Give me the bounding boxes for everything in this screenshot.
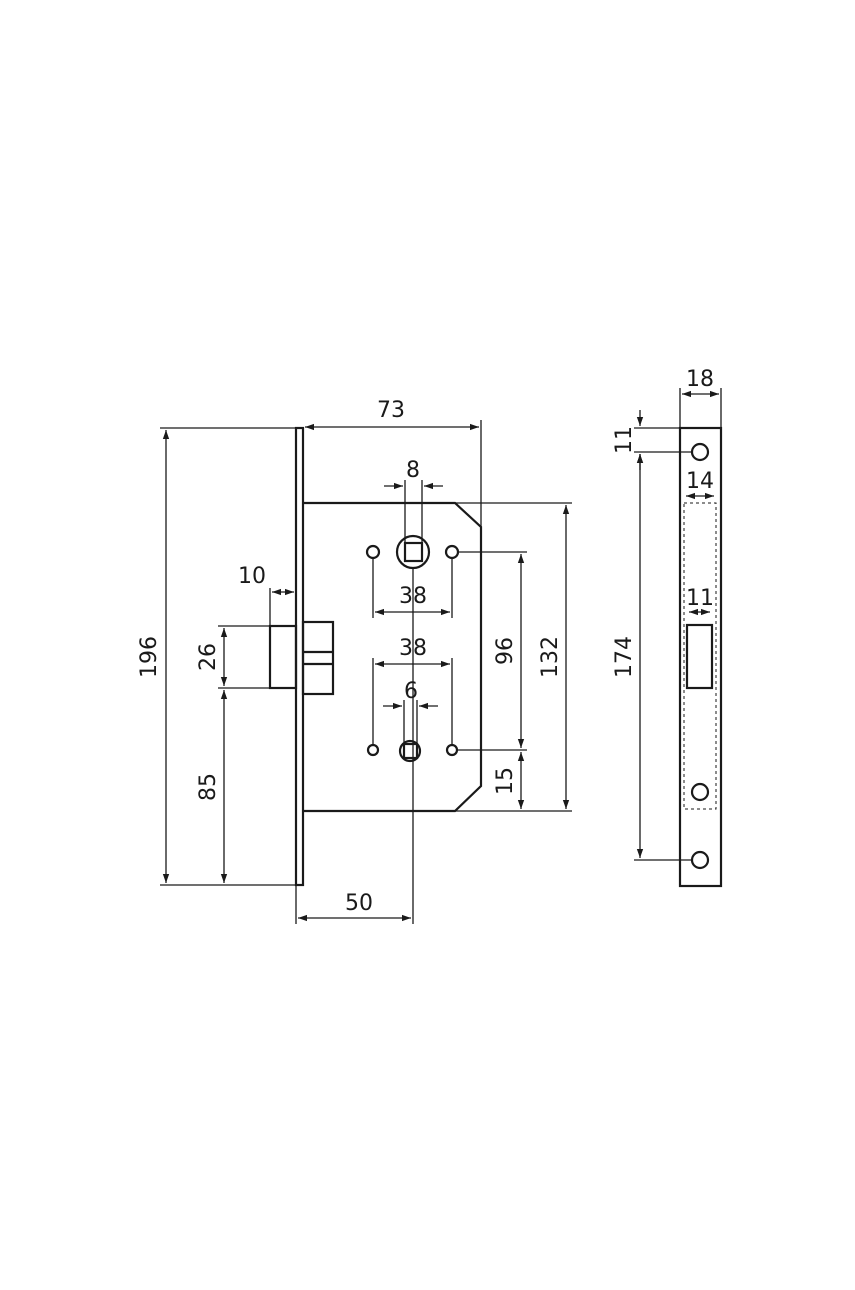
dim-turn-square: 6 (404, 679, 418, 704)
latch-opening (685, 623, 714, 690)
dim-body-depth: 73 (377, 398, 405, 423)
dim-lower-offset: 15 (493, 767, 518, 795)
dim-faceplate-inner-width: 14 (686, 469, 714, 494)
turn-square-hole (402, 742, 419, 760)
dim-faceplate-hole-span: 174 (612, 636, 637, 678)
dim-strike-opening-width: 11 (686, 586, 714, 611)
lock-side-view (268, 426, 483, 887)
lower-screw-hole-right (445, 743, 459, 757)
dim-handle-center-distance: 96 (493, 637, 518, 665)
faceplate-mid-hole (690, 782, 710, 802)
lock-case (303, 501, 483, 813)
dim-body-height: 132 (538, 636, 563, 678)
latch-bolt (268, 620, 335, 696)
faceplate-front (678, 426, 723, 888)
dim-overall-height: 196 (137, 636, 162, 678)
lock-body-outline-hidden (683, 502, 717, 810)
upper-screw-hole-left (365, 544, 381, 560)
faceplate-top-hole (690, 442, 710, 462)
thumb-turn-follower (398, 739, 422, 763)
lower-screw-hole-left (366, 743, 380, 757)
side-view-dimensions: 196 73 8 38 10 26 85 38 (137, 398, 572, 924)
faceplate-front-view (678, 426, 723, 888)
dim-latch-projection: 10 (238, 564, 266, 589)
dim-latch-from-bottom: 85 (196, 773, 221, 801)
dim-latch-height: 26 (196, 643, 221, 671)
handle-follower (395, 534, 431, 570)
dim-spindle-square: 8 (406, 458, 420, 483)
dim-backset: 50 (345, 891, 373, 916)
faceplate-bottom-hole (690, 850, 710, 870)
faceplate-dimensions: 18 11 14 11 174 (612, 367, 722, 861)
dim-faceplate-top-offset: 11 (612, 426, 637, 454)
upper-screw-hole-right (444, 544, 460, 560)
spindle-square-hole (403, 541, 424, 563)
dim-faceplate-width: 18 (686, 367, 714, 392)
